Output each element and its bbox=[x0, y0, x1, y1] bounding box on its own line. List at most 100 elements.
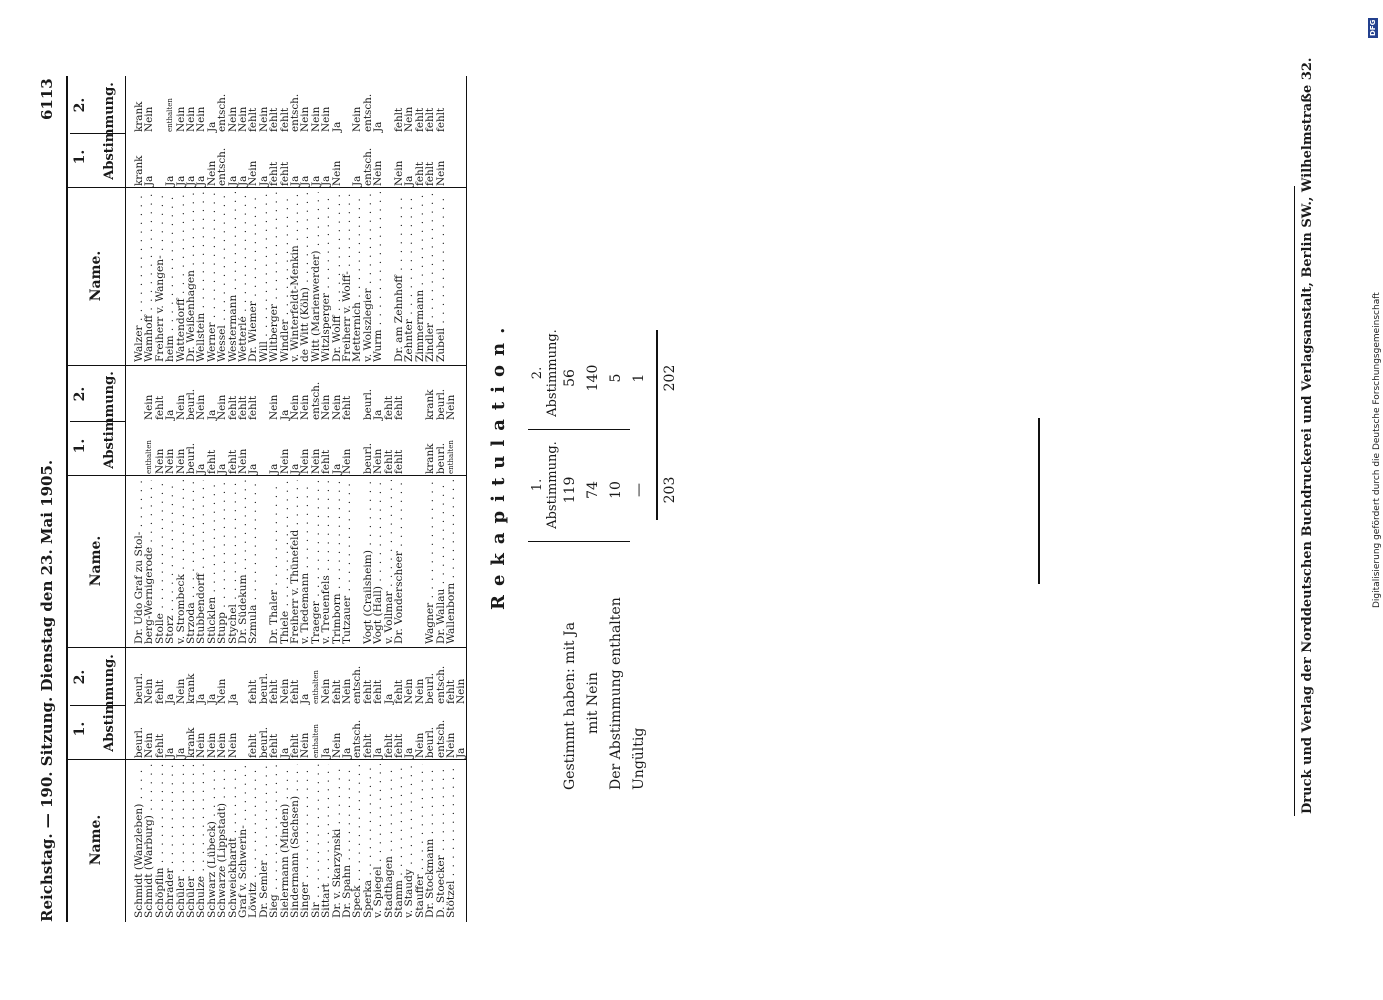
recap-value-2: 1 bbox=[631, 373, 647, 383]
table-row: Freiherr v. Wangen- bbox=[155, 76, 166, 362]
page-number: 6113 bbox=[38, 78, 56, 120]
table-row: Dr. ThalerJaNein bbox=[268, 366, 280, 644]
vote-2: Ja bbox=[226, 693, 239, 704]
vote-1: enthalten bbox=[447, 440, 455, 474]
member-name: Sindermann (Sachsen) bbox=[290, 764, 301, 918]
abstimmung-header-3: 1.2. Abstimmung. bbox=[72, 82, 117, 180]
vote-table-block-3: WalzerkrankkrankWamhoffJaNeinFreiherr v.… bbox=[133, 76, 464, 362]
member-name: Vogt (Hall) bbox=[373, 480, 384, 644]
recap-value-2: 140 bbox=[585, 364, 601, 392]
member-name: Walzer bbox=[134, 192, 145, 362]
table-row: WitzlspergerJaNein bbox=[320, 76, 332, 362]
table-row: Schülerkrankkrank bbox=[185, 648, 197, 918]
member-name: Dr. Thaler bbox=[269, 480, 280, 644]
member-name: v. Spiegel bbox=[373, 764, 384, 918]
recap-row: Der Abstimmung enthalten 10 5 bbox=[608, 290, 626, 790]
member-name: Speck bbox=[352, 764, 363, 918]
table-row: WurmNeinJa bbox=[372, 76, 385, 362]
member-name: Schwarze (Lippstadt) bbox=[217, 764, 228, 918]
member-name: Singer bbox=[300, 764, 311, 918]
vote-2: Ja bbox=[372, 121, 385, 132]
member-name: Schmidt (Warburg) bbox=[144, 764, 155, 918]
table-row: WamhoffJaNein bbox=[143, 76, 156, 362]
member-name: Dr. Wallau bbox=[436, 480, 447, 644]
member-name: Schüler bbox=[186, 764, 197, 918]
member-name: v. Strombeck bbox=[176, 480, 187, 644]
member-name: Werner bbox=[207, 192, 218, 362]
table-top-rule bbox=[66, 76, 68, 922]
recap-total-rule bbox=[656, 330, 658, 520]
vote-1: beurl. bbox=[434, 442, 447, 474]
member-name: v. Tiedemann bbox=[300, 480, 311, 644]
vote-1: Nein bbox=[226, 732, 239, 758]
vote-2: Ja bbox=[299, 693, 312, 704]
table-row: Schweickhardt Nein Ja bbox=[226, 648, 239, 918]
name-header-3: Name. bbox=[88, 250, 104, 302]
member-name: Wattendorff bbox=[176, 192, 187, 362]
member-name: Stauffer bbox=[415, 764, 426, 918]
recap-value-2: 56 bbox=[562, 369, 578, 387]
member-name: v. Wolszlegier bbox=[363, 192, 374, 362]
member-name: Wallenborn bbox=[446, 480, 457, 644]
recap-value-1: 10 bbox=[608, 481, 624, 499]
member-name: Wessel bbox=[217, 192, 228, 362]
member-name: Wellstein bbox=[196, 192, 207, 362]
vote-1: Nein bbox=[330, 160, 343, 186]
vote-table-block-2: Dr. Udo Graf zu Stol- berg-Wernigerodeen… bbox=[134, 366, 464, 644]
table-row: SzmulaJafehlt bbox=[247, 366, 260, 644]
abstimmung-header-2: 1.2. Abstimmung. bbox=[72, 371, 117, 469]
table-row: WellsteinJaNein bbox=[195, 76, 207, 362]
vote-2: fehlt bbox=[393, 395, 405, 420]
vote-1: Ja bbox=[247, 463, 260, 474]
member-name: v. Staudy bbox=[404, 764, 415, 918]
member-name: Schrader bbox=[165, 764, 176, 918]
member-name: Dr. Udo Graf zu Stol- bbox=[134, 480, 145, 644]
recap-label: Gestimmt haben: mit Ja bbox=[562, 622, 578, 790]
footer-rule bbox=[1294, 186, 1295, 816]
member-name: Sittart bbox=[321, 764, 332, 918]
vote-2: Nein bbox=[143, 106, 156, 132]
member-name: Dr. am Zehnhoff bbox=[394, 192, 405, 362]
member-name: Sir bbox=[311, 764, 322, 918]
table-row: WallenbornenthaltenNein bbox=[445, 366, 457, 644]
table-row: StubbendorffJaNein bbox=[195, 366, 207, 644]
member-name: Sperka bbox=[363, 764, 374, 918]
abstimmung-header-1: 1.2. Abstimmung. bbox=[72, 654, 117, 752]
recap-totals: 203 202 bbox=[662, 364, 678, 504]
member-name: Zubeil bbox=[436, 192, 447, 362]
dfg-logo-icon: DFG bbox=[1368, 17, 1378, 38]
section-separator bbox=[1038, 418, 1040, 584]
member-name: Schweickhardt bbox=[228, 764, 239, 918]
member-name: Vogt (Crailsheim) bbox=[363, 480, 374, 644]
vote-2: fehlt bbox=[434, 107, 447, 132]
member-name: Metternich bbox=[352, 192, 363, 362]
member-name: heim bbox=[165, 192, 176, 362]
recap-value-2: 5 bbox=[608, 373, 624, 383]
member-name: Stötzel bbox=[446, 764, 457, 918]
member-name: Witt (Marienwerder) bbox=[311, 192, 322, 362]
member-name: de Witt (Köln) bbox=[300, 192, 311, 362]
vote-1: Ja bbox=[143, 175, 156, 186]
member-name: Schwarz (Lübeck) bbox=[207, 764, 218, 918]
recap-label: Der Abstimmung enthalten bbox=[608, 597, 624, 790]
vote-1: fehlt bbox=[393, 449, 405, 474]
member-name: Dr. v. Skarzynski bbox=[332, 764, 343, 918]
member-name: Dr. Wiemer bbox=[248, 192, 259, 362]
member-name: Szmula bbox=[248, 480, 259, 644]
recap-row: Ungültig—1 bbox=[631, 290, 649, 790]
table-row: Vogt (Crailsheim)beurl.beurl. bbox=[362, 366, 374, 644]
recap-label: Ungültig bbox=[631, 727, 647, 790]
member-name: v. Winterfeldt-Menkin bbox=[290, 192, 301, 362]
member-name: v. Treuenfels bbox=[321, 480, 332, 644]
table-row: v. SpiegelJafehlt bbox=[372, 648, 384, 918]
table-row: StolleNeinfehlt bbox=[154, 366, 166, 644]
member-name: Wagner bbox=[425, 480, 436, 644]
member-name: Will bbox=[259, 192, 270, 362]
vote-1: Nein bbox=[341, 448, 353, 474]
table-row: v. Wolszlegierentsch.entsch. bbox=[362, 76, 374, 362]
table-row: Dr. Vonderscheerfehltfehlt bbox=[393, 366, 405, 644]
